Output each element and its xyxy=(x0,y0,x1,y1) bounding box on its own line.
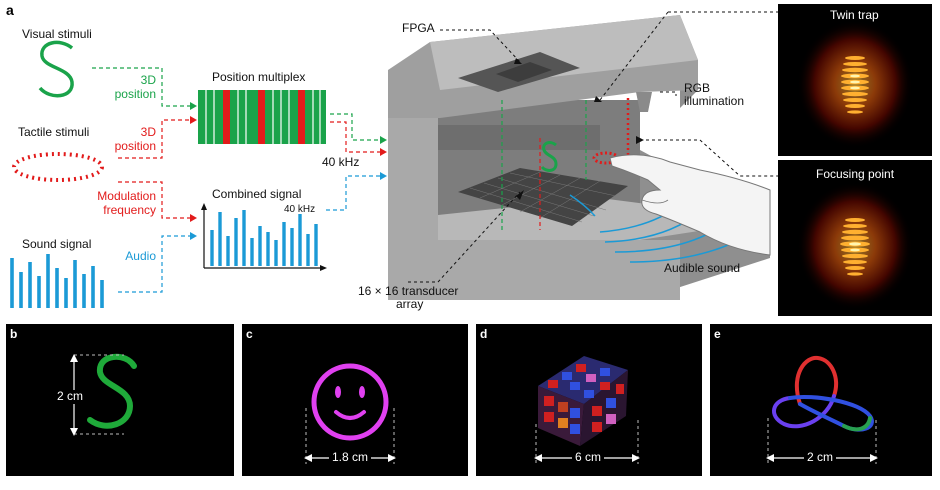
transducer-label-1: 16 × 16 transducer xyxy=(358,284,459,298)
khz-label: 40 kHz xyxy=(322,155,360,169)
fpga-label: FPGA xyxy=(402,21,435,35)
tactile-stimuli-label: Tactile stimuli xyxy=(18,125,90,139)
rgb-label-2: illumination xyxy=(684,94,745,108)
panel-e-scale: 2 cm xyxy=(804,450,837,465)
panel-b: b 2 cm xyxy=(6,324,234,476)
panel-b-scale: 2 cm xyxy=(56,389,85,404)
panel-d-letter: d xyxy=(480,327,488,341)
modulation-2: frequency xyxy=(103,203,156,217)
pos3d-red-1: 3D xyxy=(140,125,156,139)
panel-e: e 2 cm xyxy=(710,324,932,476)
panel-c-scale: 1.8 cm xyxy=(329,450,372,465)
khz-small-label: 40 kHz xyxy=(284,204,316,215)
panel-e-letter: e xyxy=(714,327,721,341)
audible-sound-label: Audible sound xyxy=(664,261,741,275)
transducer-label-2: array xyxy=(396,297,424,311)
focusing-point-field xyxy=(797,182,913,310)
panel-a-letter: a xyxy=(6,2,14,18)
rgb-label-1: RGB xyxy=(684,81,711,95)
sound-signal-label: Sound signal xyxy=(22,237,92,251)
panel-b-letter: b xyxy=(10,327,18,341)
position-multiplex-label: Position multiplex xyxy=(212,70,306,84)
pos3d-green-1: 3D xyxy=(140,73,156,87)
combined-signal-label: Combined signal xyxy=(212,187,302,201)
panel-d: d 6 cm xyxy=(476,324,702,476)
twin-trap-label: Twin trap xyxy=(830,8,879,22)
twin-trap-panel: Twin trap xyxy=(778,4,932,156)
panel-b-figure xyxy=(70,354,137,436)
modulation-1: Modulation xyxy=(97,189,156,203)
audio-label: Audio xyxy=(125,249,156,263)
panel-c: c 1.8 cm xyxy=(242,324,468,476)
pos3d-red-2: position xyxy=(114,139,156,153)
panel-d-scale: 6 cm xyxy=(572,450,605,465)
focusing-point-panel: Focusing point xyxy=(778,160,932,316)
pos3d-green-2: position xyxy=(114,87,156,101)
panel-d-figure xyxy=(534,356,640,464)
panel-e-figure xyxy=(766,355,878,464)
twin-trap-field xyxy=(797,20,913,148)
visual-stimuli-label: Visual stimuli xyxy=(22,27,92,41)
focusing-point-label: Focusing point xyxy=(816,167,895,181)
panel-c-letter: c xyxy=(246,327,253,341)
